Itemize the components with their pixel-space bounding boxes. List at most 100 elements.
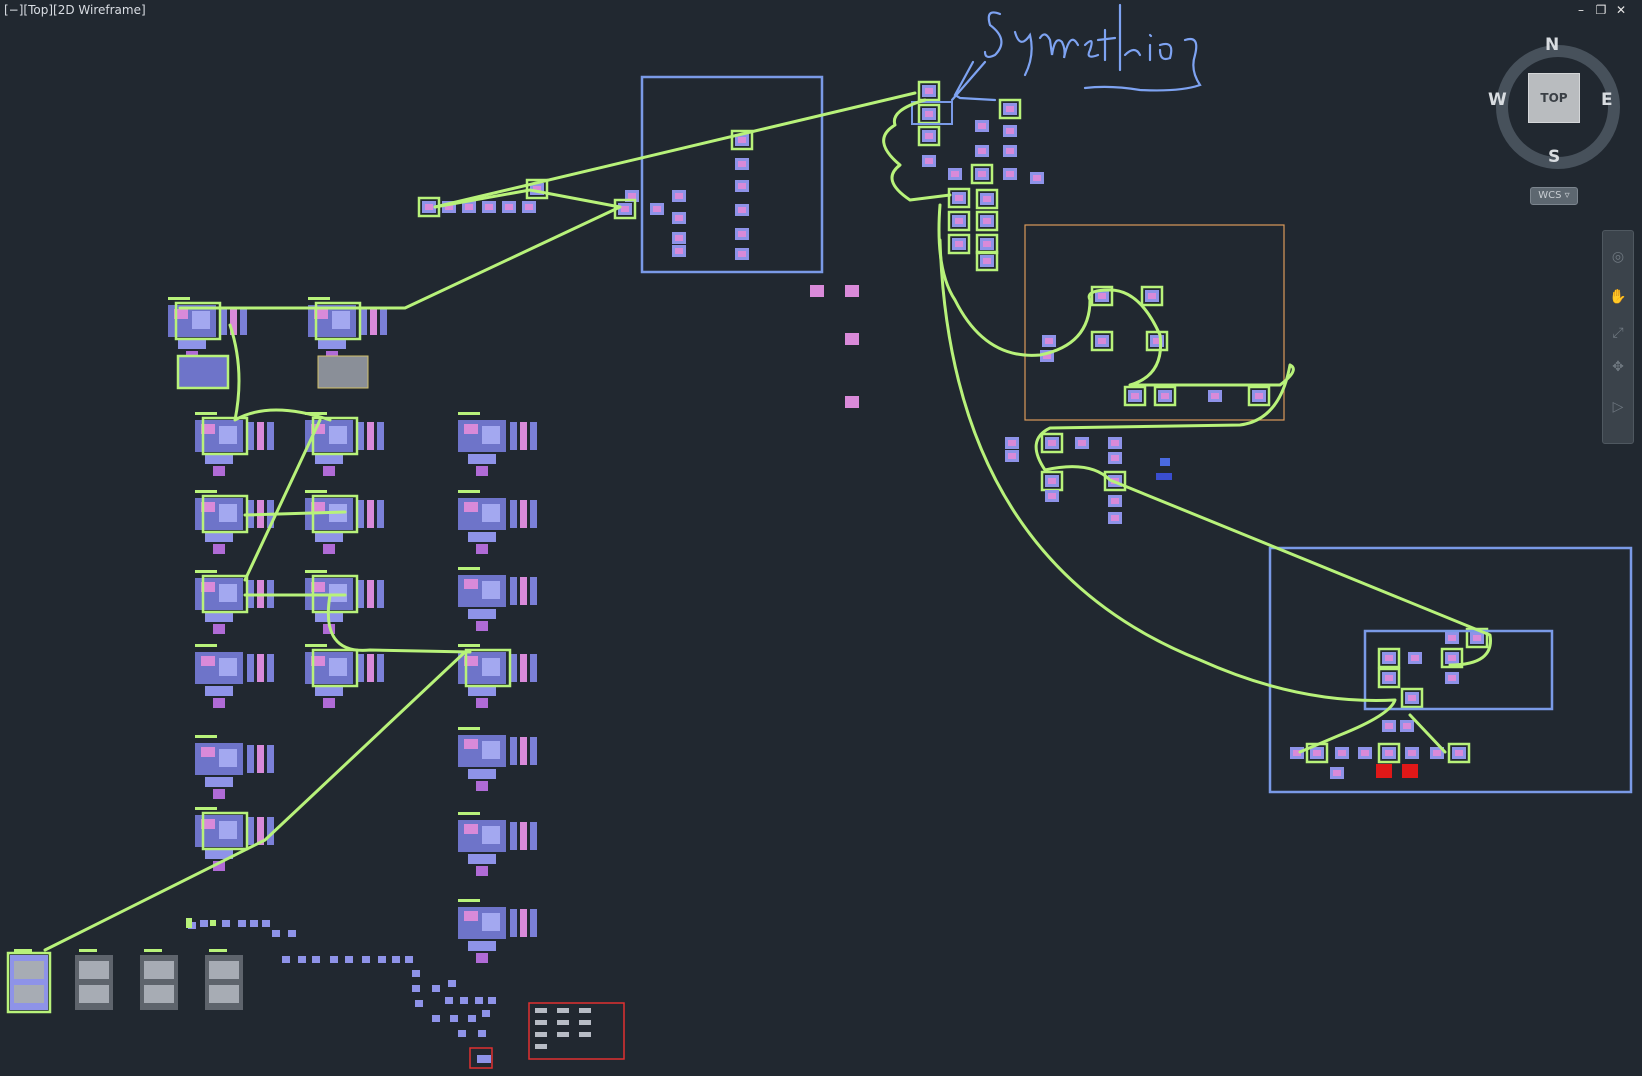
cad-block[interactable] <box>219 749 237 767</box>
cad-block[interactable] <box>79 961 109 979</box>
cad-block[interactable] <box>1043 353 1051 359</box>
cad-block[interactable] <box>377 654 384 682</box>
close-icon[interactable]: ✕ <box>1615 3 1627 17</box>
cad-block[interactable] <box>201 747 215 757</box>
cad-block[interactable] <box>323 544 335 554</box>
cad-block[interactable] <box>458 812 480 815</box>
cad-block[interactable] <box>458 644 480 647</box>
cad-block[interactable] <box>267 817 274 845</box>
selected-block[interactable] <box>1140 285 1164 307</box>
cad-block[interactable] <box>675 248 683 254</box>
showmotion-icon[interactable]: ▷ <box>1612 399 1624 415</box>
cad-block[interactable] <box>510 909 517 937</box>
cad-block[interactable] <box>308 297 330 300</box>
cad-block[interactable] <box>330 956 338 963</box>
cad-block[interactable] <box>1385 750 1393 756</box>
cad-block[interactable] <box>468 941 496 951</box>
cad-block[interactable] <box>357 654 364 682</box>
cad-block[interactable] <box>520 737 527 765</box>
cad-block[interactable] <box>1385 723 1393 729</box>
cad-block[interactable] <box>1006 148 1014 154</box>
selected-block[interactable] <box>1090 330 1114 352</box>
cad-block[interactable] <box>195 644 217 647</box>
cad-block[interactable] <box>628 193 636 199</box>
cad-block[interactable] <box>257 745 264 773</box>
cad-block[interactable] <box>288 930 296 937</box>
selected-block[interactable] <box>525 178 549 200</box>
cad-block[interactable] <box>951 171 959 177</box>
cad-block[interactable] <box>315 532 343 542</box>
cad-block[interactable] <box>458 490 480 493</box>
selected-block[interactable] <box>1103 470 1127 492</box>
cad-block[interactable] <box>201 424 215 434</box>
cad-block[interactable] <box>79 949 97 952</box>
cad-block[interactable] <box>329 658 347 676</box>
pan-icon[interactable]: ✋ <box>1609 289 1627 305</box>
selected-block[interactable] <box>1440 647 1464 669</box>
cad-block[interactable] <box>983 258 991 264</box>
cad-block[interactable] <box>520 422 527 450</box>
cad-block[interactable] <box>257 817 264 845</box>
cad-block[interactable] <box>377 422 384 450</box>
cad-block[interactable] <box>205 532 233 542</box>
cad-block[interactable] <box>205 777 233 787</box>
selected-block[interactable] <box>947 210 971 232</box>
selected-block[interactable] <box>947 187 971 209</box>
cad-block[interactable] <box>186 918 192 928</box>
cad-block[interactable] <box>485 204 493 210</box>
cad-block[interactable] <box>450 1015 458 1022</box>
selected-block[interactable] <box>201 416 249 456</box>
cad-block[interactable] <box>476 544 488 554</box>
selected-block[interactable] <box>975 250 999 272</box>
cad-block[interactable] <box>955 195 963 201</box>
compass-north[interactable]: N <box>1545 35 1560 55</box>
cad-block[interactable] <box>1338 750 1346 756</box>
cad-block[interactable] <box>510 577 517 605</box>
cad-block[interactable] <box>476 781 488 791</box>
cad-block[interactable] <box>738 183 746 189</box>
cad-block[interactable] <box>468 454 496 464</box>
cad-block[interactable] <box>530 577 537 605</box>
cad-block[interactable] <box>178 339 206 349</box>
cad-block[interactable] <box>195 570 217 573</box>
cad-block[interactable] <box>201 656 215 666</box>
cad-block[interactable] <box>1385 655 1393 661</box>
cad-block[interactable] <box>305 412 327 415</box>
cad-block[interactable] <box>1293 750 1301 756</box>
cad-block[interactable] <box>195 490 217 493</box>
cad-block[interactable] <box>213 698 225 708</box>
cad-block[interactable] <box>1006 106 1014 112</box>
selected-block[interactable] <box>314 301 362 341</box>
cad-block[interactable] <box>267 422 274 450</box>
cad-block[interactable] <box>925 133 933 139</box>
selected-block[interactable] <box>730 129 754 151</box>
cad-block[interactable] <box>1473 635 1481 641</box>
cad-block[interactable] <box>1408 695 1416 701</box>
restore-icon[interactable]: ❐ <box>1595 3 1607 17</box>
selected-block[interactable] <box>174 301 222 341</box>
cad-block[interactable] <box>250 920 258 927</box>
cad-block[interactable] <box>201 582 215 592</box>
cad-block[interactable] <box>1156 473 1172 480</box>
cad-block[interactable] <box>520 500 527 528</box>
cad-block[interactable] <box>1408 750 1416 756</box>
cad-block[interactable] <box>510 737 517 765</box>
cad-block[interactable] <box>1448 655 1456 661</box>
cad-block[interactable] <box>380 307 387 335</box>
cad-block[interactable] <box>505 204 513 210</box>
cad-block[interactable] <box>1255 393 1263 399</box>
cad-block[interactable] <box>653 206 661 212</box>
cad-block[interactable] <box>510 822 517 850</box>
cad-block[interactable] <box>144 949 162 952</box>
cad-block[interactable] <box>311 656 325 666</box>
cad-block[interactable] <box>357 500 364 528</box>
cad-block[interactable] <box>1006 171 1014 177</box>
viewcube[interactable]: TOP N S E W <box>1488 35 1620 169</box>
cad-block[interactable] <box>360 307 367 335</box>
cad-block[interactable] <box>370 307 377 335</box>
cad-block[interactable] <box>510 654 517 682</box>
cad-block[interactable] <box>323 698 335 708</box>
cad-block[interactable] <box>579 1008 591 1013</box>
cad-block[interactable] <box>464 656 478 666</box>
cad-block[interactable] <box>79 985 109 1003</box>
